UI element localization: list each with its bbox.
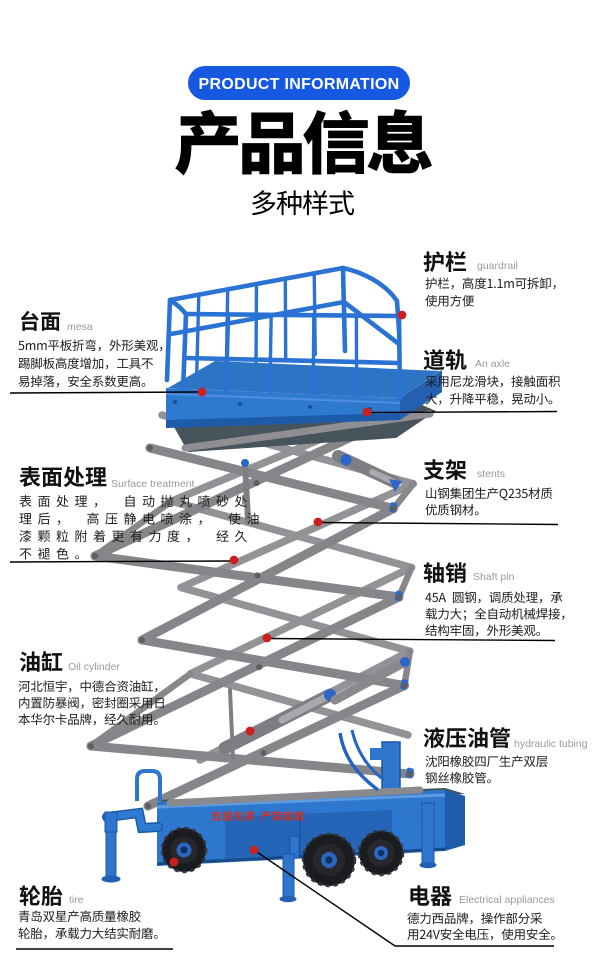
svg-text:hydraulic tubing: hydraulic tubing bbox=[514, 738, 588, 750]
svg-text:tire: tire bbox=[69, 894, 84, 906]
svg-text:An axle: An axle bbox=[475, 358, 510, 370]
svg-text:mesa: mesa bbox=[67, 321, 93, 333]
svg-text:Electrical appliances: Electrical appliances bbox=[459, 894, 555, 906]
svg-text:guardrail: guardrail bbox=[477, 260, 518, 272]
svg-text:Surface treatment: Surface treatment bbox=[111, 478, 195, 490]
svg-text:stents: stents bbox=[477, 468, 505, 480]
svg-text:Oil cylinder: Oil cylinder bbox=[68, 661, 120, 673]
svg-text:Shaft pin: Shaft pin bbox=[473, 571, 515, 583]
svg-text:PRODUCT INFORMATION: PRODUCT INFORMATION bbox=[199, 76, 400, 93]
